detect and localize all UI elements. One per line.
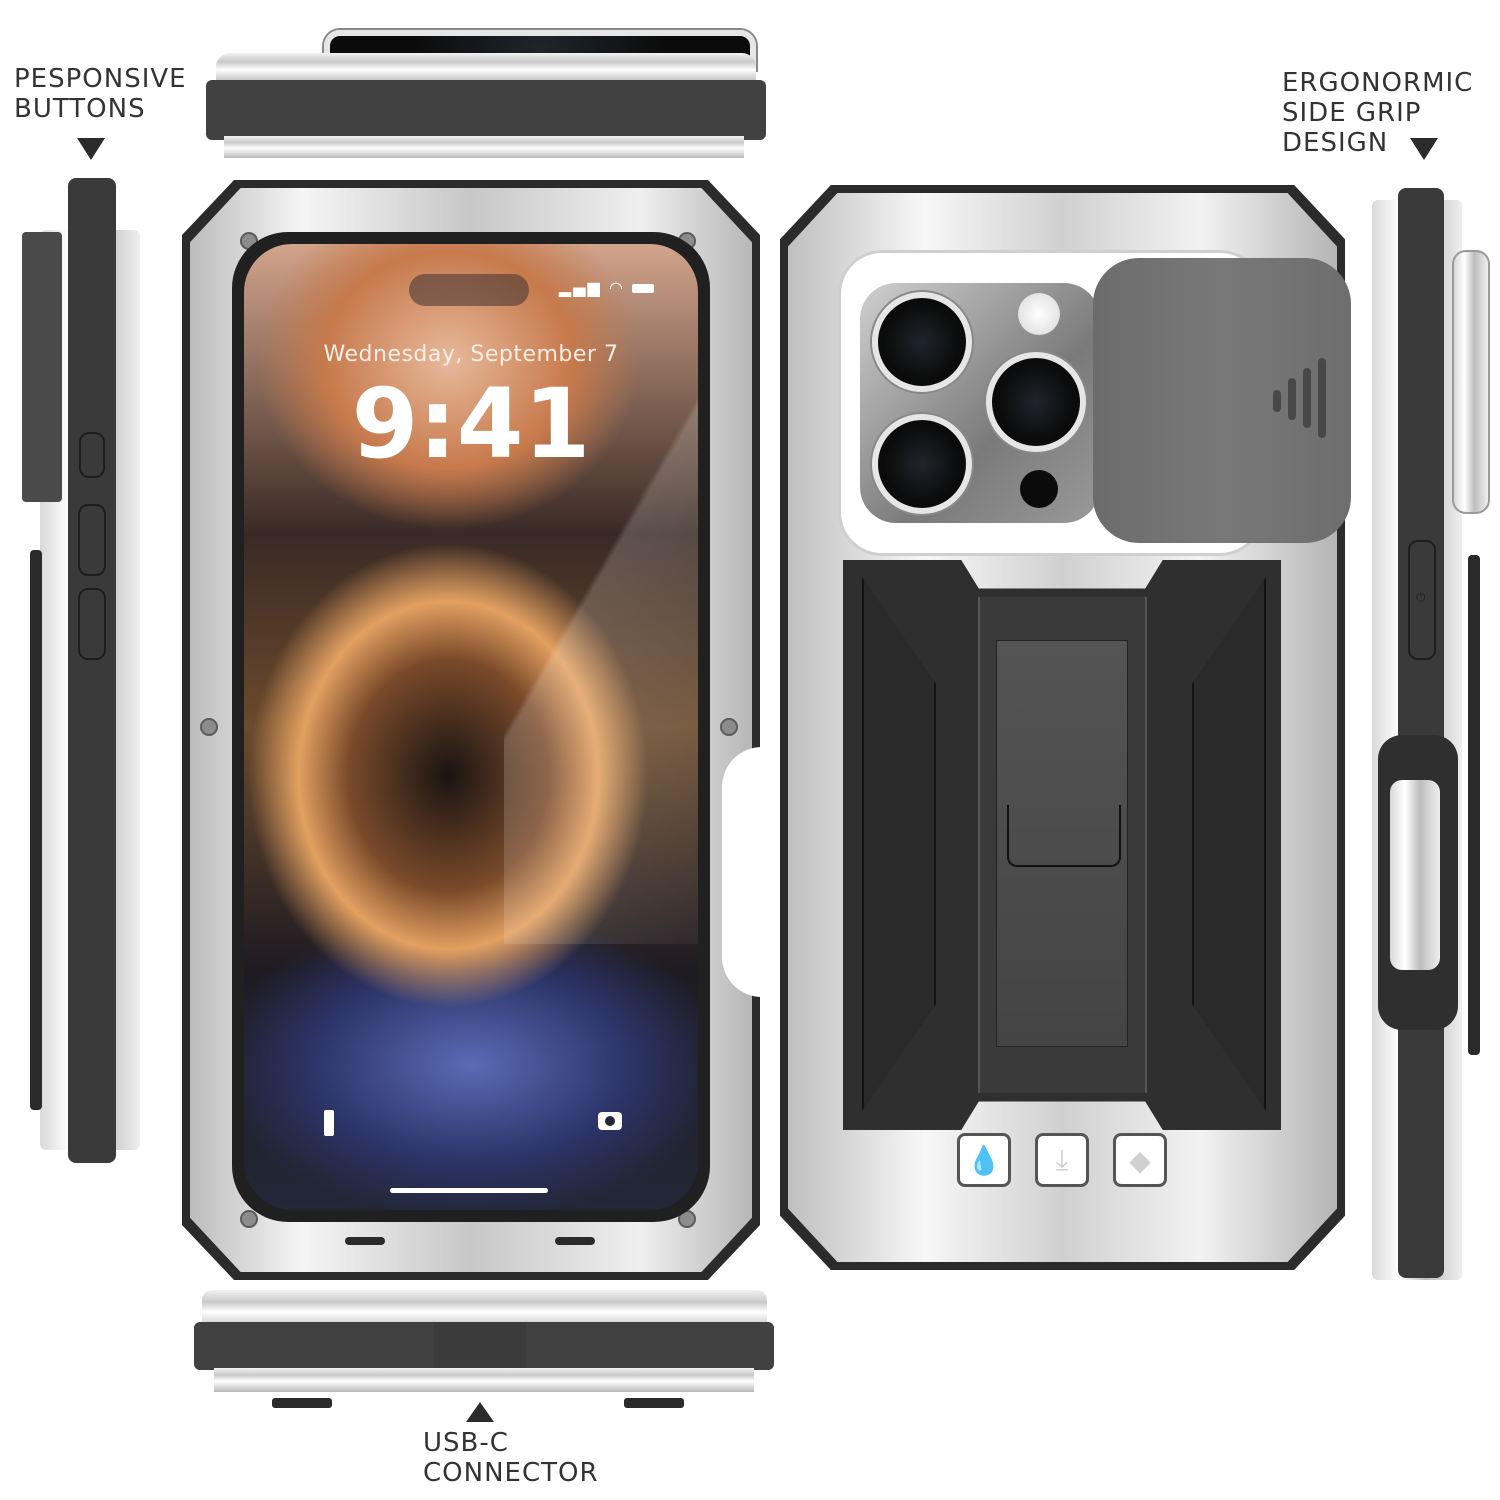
power-icon: ⏻ bbox=[1416, 590, 1426, 604]
action-button[interactable] bbox=[79, 432, 105, 478]
camera-lens bbox=[872, 292, 972, 392]
camera-lens bbox=[872, 414, 972, 514]
kickstand[interactable] bbox=[996, 640, 1128, 1047]
bottom-foot bbox=[272, 1398, 332, 1408]
top-rubber-band bbox=[206, 80, 766, 140]
label-line: DESIGN bbox=[1282, 128, 1389, 158]
power-button[interactable]: ⏻ bbox=[1408, 540, 1436, 660]
arrow-up-icon bbox=[466, 1402, 494, 1422]
screen-glare bbox=[504, 244, 698, 944]
home-indicator[interactable] bbox=[390, 1188, 548, 1193]
arrow-down-icon bbox=[1410, 138, 1438, 160]
signal-icon: ▂▄▆ bbox=[558, 278, 602, 297]
status-bar: ▂▄▆ ◠ bbox=[559, 278, 654, 297]
left-side-view bbox=[0, 170, 160, 1200]
label-line: SIDE GRIP bbox=[1282, 98, 1422, 128]
stand-rail bbox=[30, 550, 42, 1110]
diamond-icon: ◆ bbox=[1113, 1133, 1167, 1187]
dynamic-island bbox=[409, 274, 529, 306]
wifi-icon: ◠ bbox=[608, 278, 625, 297]
water-drop-icon: 💧 bbox=[957, 1133, 1011, 1187]
bottom-foot bbox=[624, 1398, 684, 1408]
screw-icon bbox=[720, 718, 738, 736]
slider-grip-icon bbox=[1288, 378, 1296, 420]
screw-icon bbox=[200, 718, 218, 736]
right-rubber-band bbox=[1398, 188, 1444, 1278]
top-metal-frame bbox=[216, 53, 756, 83]
side-grip-latch[interactable] bbox=[1390, 780, 1440, 970]
grip-wing-right bbox=[1192, 577, 1266, 1111]
badge-glyph: 💧 bbox=[966, 1143, 1002, 1177]
speaker-grille bbox=[555, 1237, 595, 1245]
usb-c-label: USB-C CONNECTOR bbox=[423, 1428, 599, 1488]
label-line: CONNECTOR bbox=[423, 1458, 599, 1488]
lock-screen[interactable]: ▂▄▆ ◠ Wednesday, September 7 9:41 bbox=[244, 244, 698, 1210]
side-grip-label: ERGONORMIC SIDE GRIP DESIGN bbox=[1282, 68, 1473, 158]
badge-glyph: ⤓ bbox=[1055, 1143, 1069, 1176]
lock-date: Wednesday, September 7 bbox=[323, 342, 619, 367]
camera-slider-cover[interactable] bbox=[1093, 258, 1351, 543]
slider-grip-icon bbox=[1273, 390, 1281, 412]
slider-profile bbox=[1452, 250, 1490, 514]
volume-down-button[interactable] bbox=[78, 588, 106, 660]
label-line: PESPONSIVE bbox=[14, 64, 187, 94]
camera-lens bbox=[986, 352, 1086, 452]
lock-time: 9:41 bbox=[351, 368, 591, 480]
label-line: BUTTONS bbox=[14, 94, 146, 124]
volume-up-button[interactable] bbox=[78, 504, 106, 576]
camera-icon[interactable] bbox=[598, 1112, 622, 1130]
top-view bbox=[184, 18, 784, 158]
bottom-metal-lower bbox=[214, 1368, 754, 1392]
drop-protection-icon: ⤓ bbox=[1035, 1133, 1089, 1187]
right-side-view: ⏻ bbox=[1360, 180, 1500, 1280]
label-line: USB-C bbox=[423, 1428, 509, 1458]
top-metal-lower bbox=[224, 136, 744, 158]
label-line: ERGONORMIC bbox=[1282, 68, 1474, 98]
kickstand-handle[interactable] bbox=[1007, 805, 1121, 867]
stand-rail bbox=[1468, 555, 1480, 1055]
lidar-sensor bbox=[1020, 470, 1058, 508]
flashlight-icon[interactable] bbox=[324, 1110, 334, 1136]
left-rubber-band bbox=[68, 178, 116, 1163]
bottom-view bbox=[184, 1280, 784, 1408]
speaker-grille bbox=[345, 1237, 385, 1245]
stand-side-profile bbox=[22, 232, 62, 502]
responsive-buttons-label: PESPONSIVE BUTTONS bbox=[14, 64, 187, 124]
badge-glyph: ◆ bbox=[1129, 1143, 1151, 1177]
camera-flash bbox=[1018, 293, 1060, 335]
slider-grip-icon bbox=[1303, 368, 1311, 428]
screw-icon bbox=[240, 1210, 258, 1228]
slider-grip-icon bbox=[1318, 358, 1326, 438]
battery-icon bbox=[632, 284, 654, 293]
arrow-down-icon bbox=[77, 138, 105, 160]
